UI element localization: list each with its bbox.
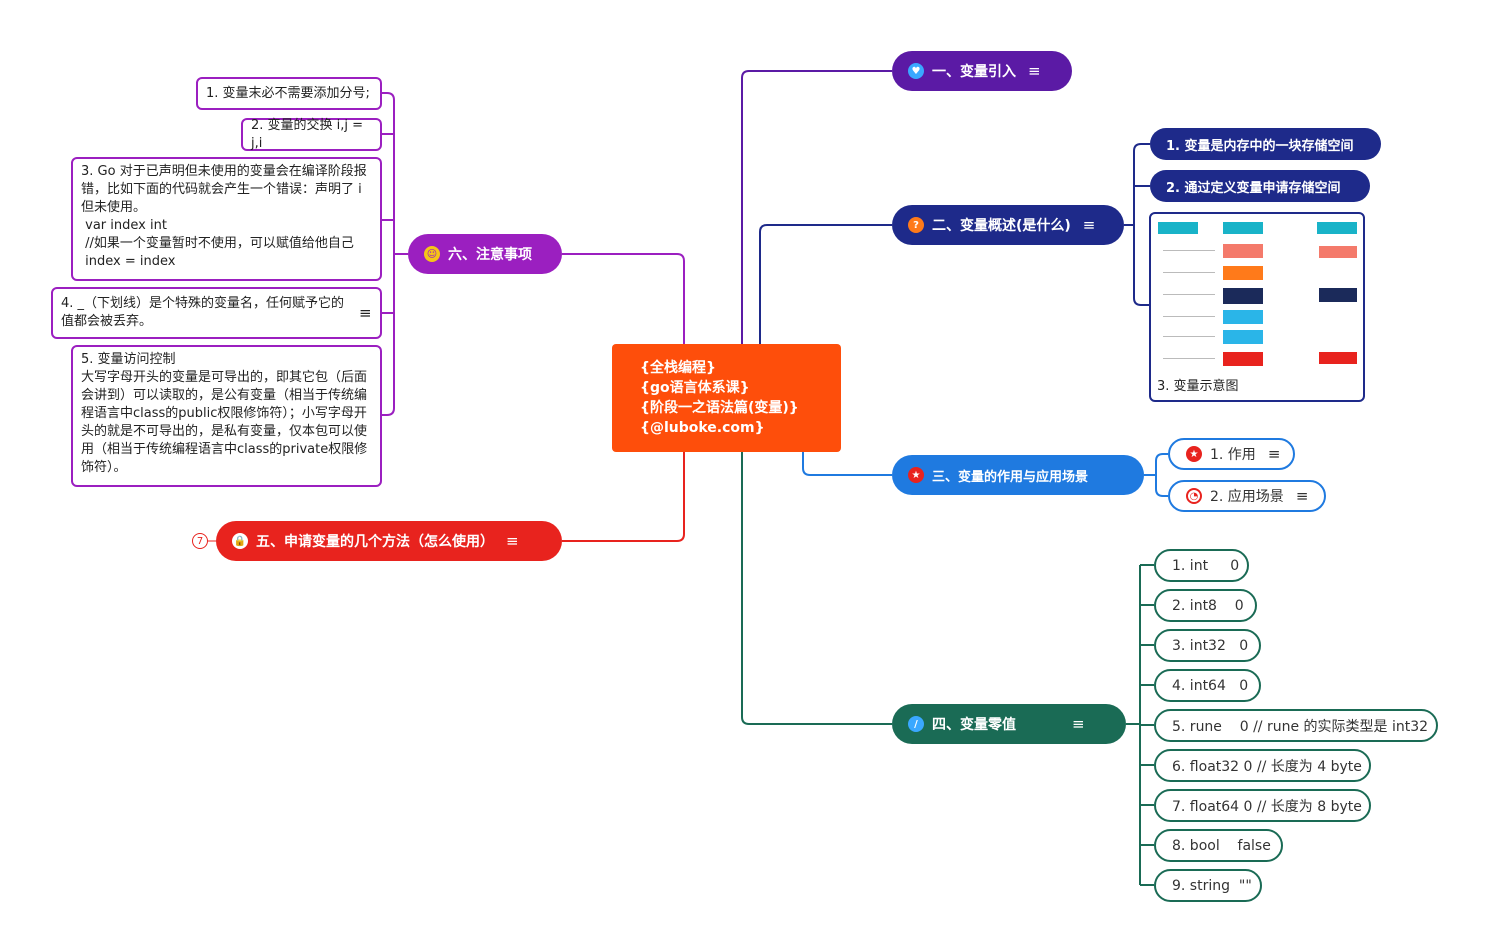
branch-variable-overview[interactable]: ? 二、变量概述(是什么) ≡ [892, 205, 1124, 245]
diagram-rule [1163, 316, 1215, 317]
branch-variable-intro[interactable]: ♥ 一、变量引入 ≡ [892, 51, 1072, 91]
zero-value-item[interactable]: 2. int8 0 [1154, 589, 1257, 622]
subtopic-label: 2. 通过定义变量申请存储空间 [1166, 180, 1341, 196]
zero-value-label: 8. bool false [1172, 837, 1271, 854]
zero-value-label: 2. int8 0 [1172, 597, 1244, 614]
note-line: 大写字母开头的变量是可导出的，即其它包（后面会讲到）可以读取的，是公有变量（相当… [81, 370, 368, 475]
precaution-note[interactable]: 3. Go 对于已声明但未使用的变量会在编译阶段报错，比如下面的代码就会产生一个… [71, 157, 382, 281]
diagram-rule [1163, 294, 1215, 295]
diagram-block [1317, 222, 1357, 234]
diagram-block [1223, 288, 1263, 304]
zero-value-label: 6. float32 0 // 长度为 4 byte [1172, 758, 1362, 775]
star-icon: ★ [908, 467, 924, 483]
diagram-rule [1163, 336, 1215, 337]
branch-label: 四、变量零值 [932, 717, 1016, 733]
star-icon: ★ [1186, 446, 1202, 462]
diagram-block [1319, 352, 1357, 364]
notes-icon[interactable]: ≡ [1082, 216, 1096, 234]
zero-value-item[interactable]: 9. string "" [1154, 869, 1262, 902]
child-count-badge[interactable]: 7 [192, 533, 208, 549]
diagram-block [1223, 244, 1263, 258]
subtopic-label: 1. 作用 [1210, 447, 1256, 463]
zero-value-item[interactable]: 6. float32 0 // 长度为 4 byte [1154, 749, 1371, 782]
subtopic-scenarios[interactable]: ◔ 2. 应用场景 ≡ [1168, 480, 1326, 512]
central-line: {go语言体系课} [640, 380, 750, 396]
note-line: 5. 变量访问控制 [81, 352, 176, 367]
variable-diagram-image[interactable]: 3. 变量示意图 [1149, 212, 1365, 402]
diagram-block [1319, 288, 1357, 302]
zero-value-item[interactable]: 7. float64 0 // 长度为 8 byte [1154, 789, 1371, 822]
zero-value-item[interactable]: 4. int64 0 [1154, 669, 1261, 702]
heart-icon: ♥ [908, 63, 924, 79]
branch-label: 一、变量引入 [932, 64, 1016, 80]
precaution-note[interactable]: 1. 变量末必不需要添加分号; [196, 77, 382, 110]
notes-icon[interactable]: ≡ [1028, 62, 1041, 80]
branch-label: 二、变量概述(是什么) [932, 218, 1071, 234]
diagram-rule [1163, 250, 1215, 251]
subtopic-label: 1. 变量是内存中的一块存储空间 [1166, 138, 1354, 154]
question-icon: ? [908, 217, 924, 233]
subtopic-memory-space[interactable]: 1. 变量是内存中的一块存储空间 [1150, 128, 1381, 160]
central-line: {@luboke.com} [640, 420, 765, 436]
note-line: var index int [81, 218, 167, 233]
branch-precautions[interactable]: ☺ 六、注意事项 [408, 234, 562, 274]
diagram-rule [1163, 358, 1215, 359]
clock-icon: ◔ [1186, 488, 1202, 504]
branch-label: 六、注意事项 [448, 247, 532, 263]
zero-value-label: 9. string "" [1172, 877, 1252, 894]
subtopic-purpose[interactable]: ★ 1. 作用 ≡ [1168, 438, 1295, 470]
note-line: 3. Go 对于已声明但未使用的变量会在编译阶段报错，比如下面的代码就会产生一个… [81, 164, 367, 215]
branch-zero-values[interactable]: / 四、变量零值 ≡ [892, 704, 1126, 744]
lock-icon: 🔒 [232, 533, 248, 549]
pencil-icon: / [908, 716, 924, 732]
branch-declare-methods[interactable]: 🔒 五、申请变量的几个方法（怎么使用） ≡ [216, 521, 562, 561]
zero-value-label: 1. int 0 [1172, 557, 1240, 574]
zero-value-label: 5. rune 0 // rune 的实际类型是 int32 [1172, 718, 1429, 735]
diagram-block [1223, 330, 1263, 344]
notes-icon[interactable]: ≡ [1072, 715, 1085, 733]
notes-icon[interactable]: ≡ [506, 532, 519, 550]
diagram-block [1319, 246, 1357, 258]
diagram-caption: 3. 变量示意图 [1157, 379, 1239, 394]
central-line: {全栈编程} [640, 360, 716, 376]
zero-value-item[interactable]: 8. bool false [1154, 829, 1283, 862]
diagram-block [1223, 266, 1263, 280]
notes-icon[interactable]: ≡ [359, 304, 372, 322]
subtopic-label: 2. 应用场景 [1210, 489, 1284, 505]
branch-variable-usage[interactable]: ★ 三、变量的作用与应用场景 [892, 455, 1144, 495]
diagram-block [1223, 310, 1263, 324]
precaution-note[interactable]: 5. 变量访问控制 大写字母开头的变量是可导出的，即其它包（后面会讲到）可以读取… [71, 345, 382, 487]
diagram-block [1223, 222, 1263, 234]
note-line: //如果一个变量暂时不使用，可以赋值给他自己 [81, 236, 354, 251]
notes-icon[interactable]: ≡ [1267, 445, 1281, 463]
subtopic-define-variable[interactable]: 2. 通过定义变量申请存储空间 [1150, 170, 1370, 202]
central-line: {阶段一之语法篇(变量)} [640, 400, 799, 416]
zero-value-item[interactable]: 5. rune 0 // rune 的实际类型是 int32 [1154, 709, 1438, 742]
note-line: 4. _（下划线）是个特殊的变量名，任何赋予它的值都会被丢弃。 [61, 296, 345, 329]
diagram-block [1158, 222, 1198, 234]
zero-value-label: 7. float64 0 // 长度为 8 byte [1172, 798, 1362, 815]
branch-label: 五、申请变量的几个方法（怎么使用） [256, 534, 494, 550]
zero-value-item[interactable]: 3. int32 0 [1154, 629, 1261, 662]
zero-value-label: 3. int32 0 [1172, 637, 1249, 654]
diagram-rule [1163, 272, 1215, 273]
smiley-icon: ☺ [424, 246, 440, 262]
note-line: index = index [81, 254, 176, 269]
notes-icon[interactable]: ≡ [1295, 487, 1309, 505]
zero-value-label: 4. int64 0 [1172, 677, 1249, 694]
precaution-note[interactable]: 2. 变量的交换 i,j = j,i [241, 118, 382, 151]
diagram-block [1223, 352, 1263, 366]
branch-label: 三、变量的作用与应用场景 [932, 469, 1089, 485]
note-line: 1. 变量末必不需要添加分号; [206, 85, 370, 101]
central-topic[interactable]: {全栈编程} {go语言体系课} {阶段一之语法篇(变量)} {@luboke.… [612, 344, 841, 452]
precaution-note[interactable]: 4. _（下划线）是个特殊的变量名，任何赋予它的值都会被丢弃。 ≡ [51, 287, 382, 339]
zero-value-item[interactable]: 1. int 0 [1154, 549, 1249, 582]
note-line: 2. 变量的交换 i,j = j,i [251, 117, 364, 151]
